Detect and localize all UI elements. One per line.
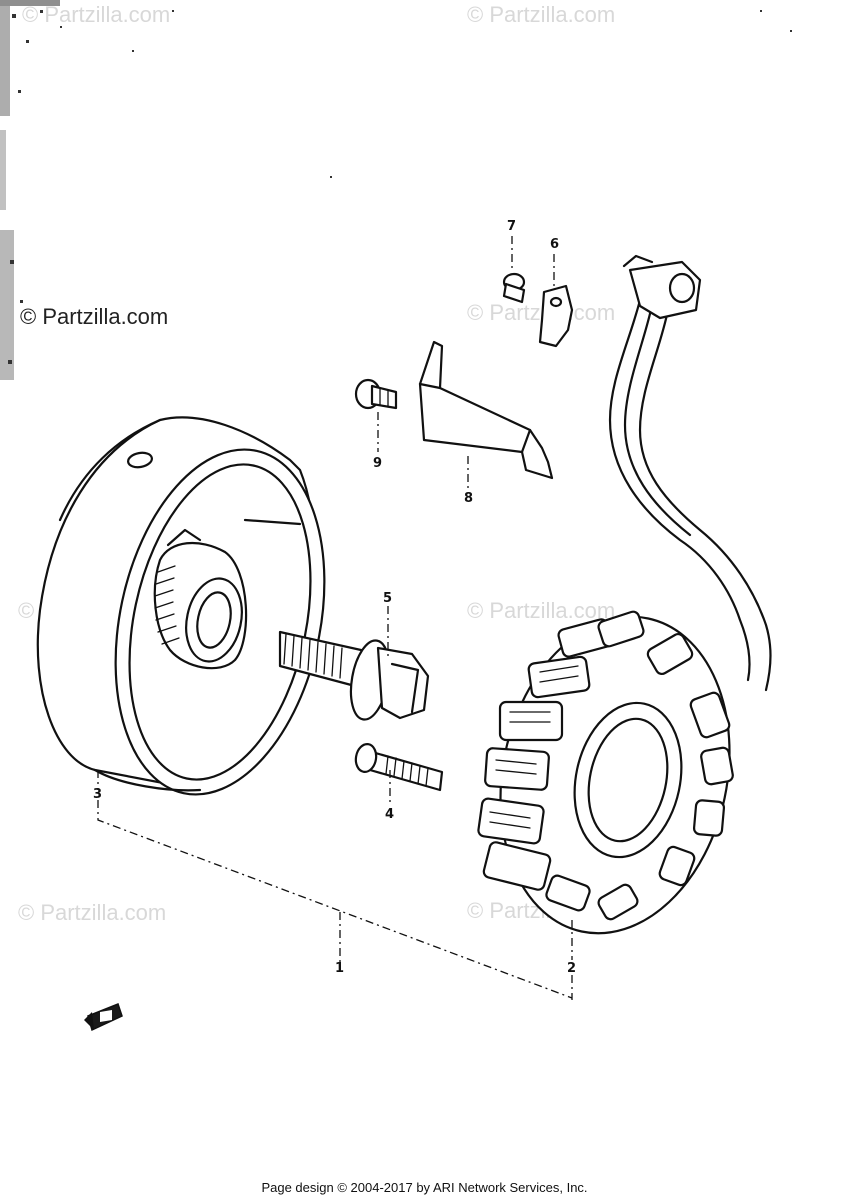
callout-4: 4 (385, 807, 394, 822)
watermark: © Partzilla.com (467, 2, 615, 27)
callout-3: 3 (93, 787, 102, 802)
page-footer: Page design © 2004-2017 by ARI Network S… (261, 1180, 587, 1195)
rotor-part-3 (36, 416, 326, 796)
watermark-primary: © Partzilla.com (20, 304, 168, 329)
watermark: © Partzilla.com (18, 900, 166, 925)
bolt-part-9 (354, 378, 398, 410)
direction-marker-icon (84, 1003, 123, 1032)
callout-7: 7 (507, 219, 516, 234)
clamp-part-6 (538, 284, 574, 348)
callout-5: 5 (383, 591, 392, 606)
stator-part-2 (477, 610, 734, 935)
bolt-part-5 (278, 630, 430, 721)
leader-lines (97, 236, 573, 1000)
callout-8: 8 (464, 491, 473, 506)
screw-part-4 (354, 743, 444, 792)
stator-coils (477, 610, 734, 921)
watermark: © Partzilla.com (22, 2, 170, 27)
callout-9: 9 (373, 456, 382, 471)
bolt-part-7 (502, 272, 526, 304)
bracket-part-8 (418, 340, 554, 480)
callout-6: 6 (550, 237, 559, 252)
callout-1: 1 (335, 961, 344, 976)
wiring-harness (608, 254, 772, 692)
scan-noise (0, 0, 792, 380)
callouts: 7 6 9 8 5 4 3 2 1 (93, 219, 576, 976)
watermark: © Partzilla.com (467, 598, 615, 623)
callout-2: 2 (567, 961, 576, 976)
